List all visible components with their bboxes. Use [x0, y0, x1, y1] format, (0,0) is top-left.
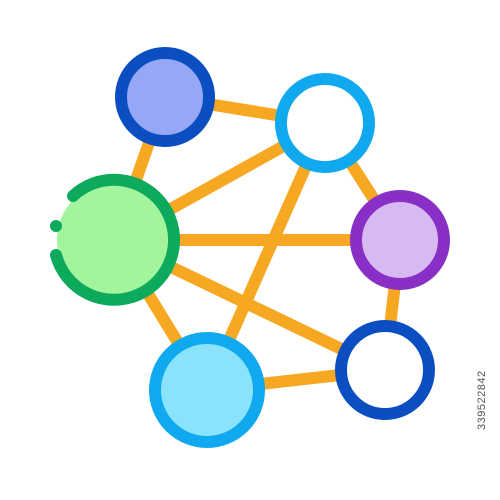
network-nodes	[50, 47, 450, 448]
stock-id-label: 339522842	[476, 370, 488, 430]
node-white-top-icon	[275, 73, 375, 173]
node-lightblue-icon	[149, 332, 265, 448]
node-green-icon	[50, 173, 181, 306]
node-green-ring	[50, 173, 181, 306]
node-purple-icon	[350, 190, 450, 290]
node-green-dot	[50, 220, 62, 232]
node-navy-icon	[115, 47, 215, 147]
node-white-bottom-icon	[335, 320, 435, 420]
